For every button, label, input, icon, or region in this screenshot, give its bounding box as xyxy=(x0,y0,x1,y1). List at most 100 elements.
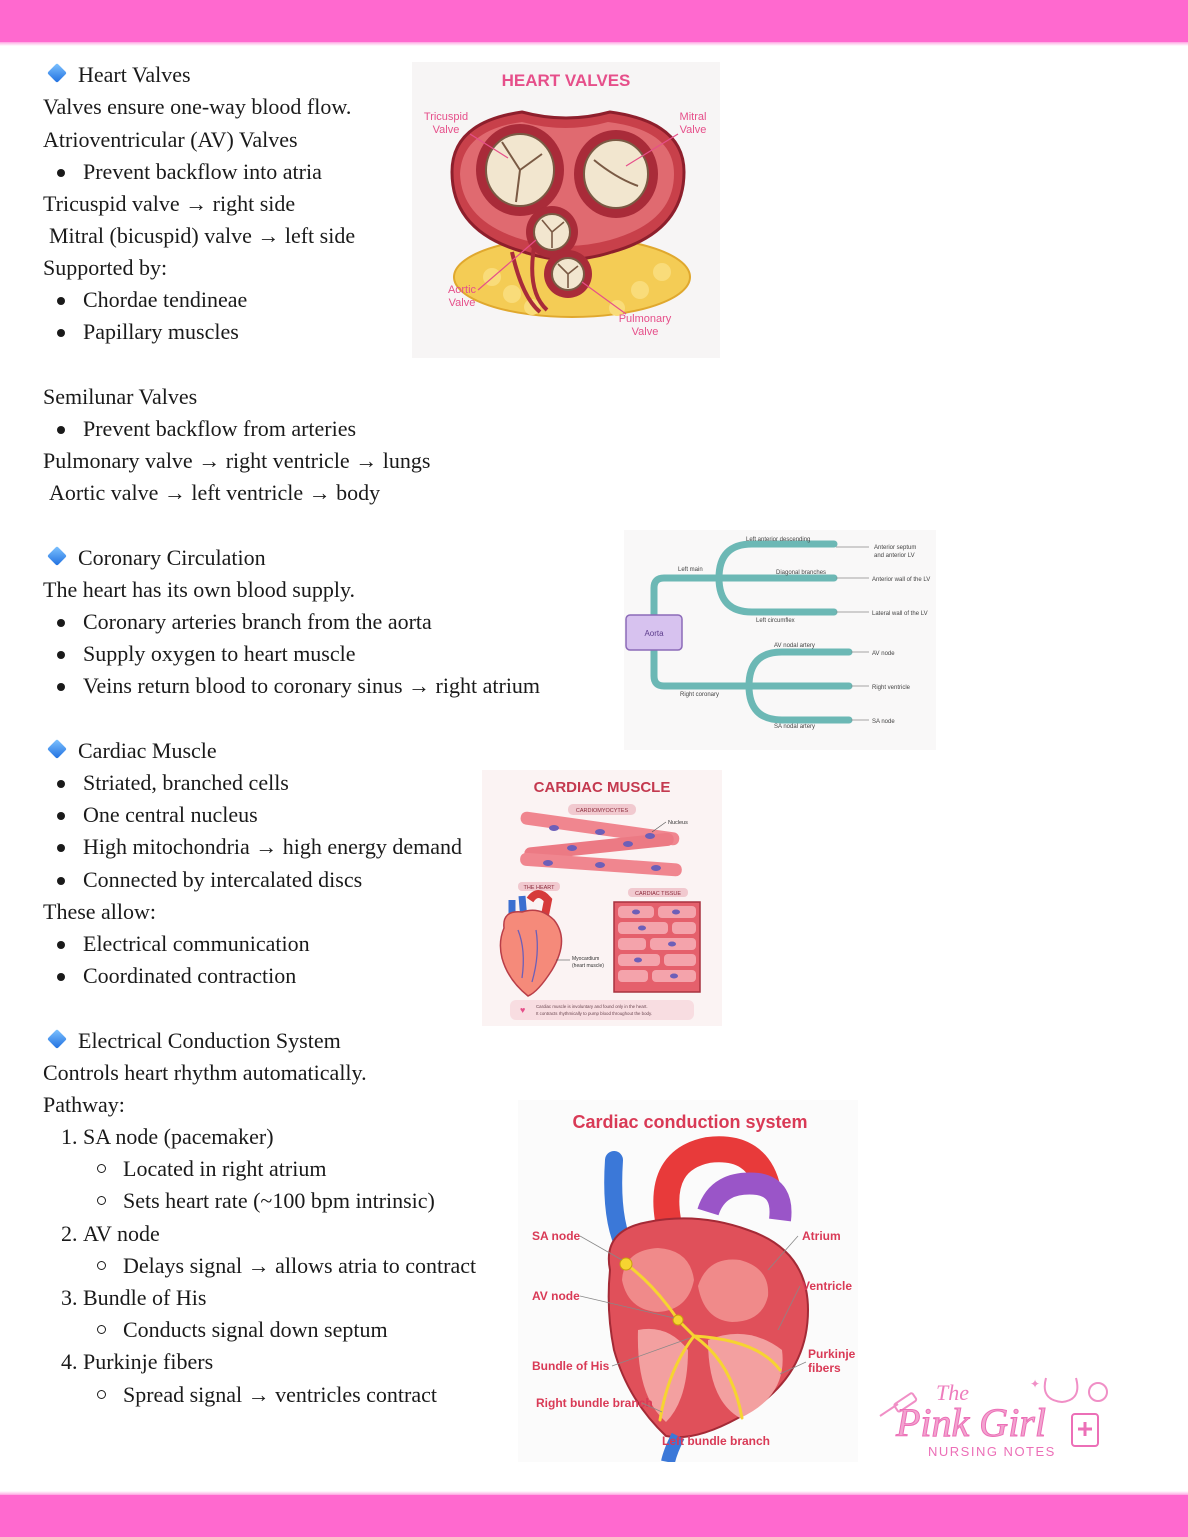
list-item: Chordae tendineae xyxy=(83,287,248,312)
section-heading-coronary: Coronary Circulation xyxy=(43,544,266,572)
heart-icon: ♥ xyxy=(520,1005,525,1015)
step-label: AV node xyxy=(83,1221,160,1246)
blue-diamond-icon xyxy=(47,1029,67,1049)
pulmonary-line: Pulmonary valve → right ventricle → lung… xyxy=(43,448,431,473)
list-item: Papillary muscles xyxy=(83,319,239,344)
sub-item: Conducts signal down septum xyxy=(123,1317,388,1342)
cardiac-tissue-block xyxy=(613,901,701,993)
av-bullet: Prevent backflow into atria xyxy=(83,159,322,184)
bullet xyxy=(57,941,65,949)
svg-text:CARDIOMYOCYTES: CARDIOMYOCYTES xyxy=(576,808,629,814)
sub-bullet xyxy=(97,1196,106,1205)
tag-cardiac-tissue xyxy=(628,888,688,897)
svg-text:AV nodal artery: AV nodal artery xyxy=(774,643,815,649)
logo-name: Pink Girl xyxy=(895,1400,1046,1445)
tag-cardiomyocytes xyxy=(568,804,636,815)
aortic-cusps xyxy=(541,219,565,248)
list-item: Electrical communication xyxy=(83,931,310,956)
sub-item: Sets heart rate (~100 bpm intrinsic) xyxy=(123,1188,435,1213)
svg-text:Ventricle: Ventricle xyxy=(802,1279,852,1293)
coronary-artery-diagram: Aorta Left main Left anterior descending… xyxy=(624,530,936,750)
bullet xyxy=(57,780,65,788)
bullet xyxy=(57,683,65,691)
sub-item: Delays signal → allows atria to contract xyxy=(123,1253,477,1278)
svg-text:Tricuspid: Tricuspid xyxy=(424,111,468,123)
av-node-dot xyxy=(672,1314,684,1326)
these-allow: These allow: xyxy=(43,899,157,924)
coronary-vessels xyxy=(510,246,549,314)
nucleus-label: Nucleus xyxy=(668,820,688,826)
step-number: 2. xyxy=(61,1221,78,1246)
bullet xyxy=(57,329,65,337)
aorta-box xyxy=(625,614,683,651)
heart-valves-illustration: HEART VALVES Tricuspid Valve Mitral Valv… xyxy=(412,62,720,358)
svg-text:Cardiac muscle is involuntary: Cardiac muscle is involuntary and found … xyxy=(536,1004,648,1009)
bullet xyxy=(57,651,65,659)
bullet xyxy=(57,297,65,305)
target-arrows xyxy=(836,546,869,721)
bullet xyxy=(57,619,65,627)
bottom-pink-band xyxy=(0,1491,1188,1537)
tricuspid-leaflets xyxy=(501,141,543,203)
blue-diamond-icon xyxy=(47,63,67,83)
valve-labels: Tricuspid Valve Mitral Valve Aortic Valv… xyxy=(424,111,707,338)
label-leaders xyxy=(469,133,679,315)
svg-text:Purkinje: Purkinje xyxy=(808,1347,856,1361)
aortic-line: Aortic valve → left ventricle → body xyxy=(49,480,381,505)
svg-text:Right bundle branch: Right bundle branch xyxy=(536,1396,653,1410)
bullet xyxy=(57,426,65,434)
svg-text:Valve: Valve xyxy=(433,124,460,136)
svg-text:Mitral: Mitral xyxy=(680,111,707,123)
aorta-label: Aorta xyxy=(644,629,664,638)
tag-the-heart xyxy=(518,882,560,891)
svg-text:Left circumflex: Left circumflex xyxy=(756,618,795,624)
mitral-valve xyxy=(583,139,649,209)
sparkle-icon: ✦ xyxy=(1030,1377,1040,1391)
svg-text:and anterior LV: and anterior LV xyxy=(874,553,915,559)
blue-diamond-icon xyxy=(47,546,67,566)
bullet xyxy=(57,169,65,177)
list-item: Striated, branched cells xyxy=(83,770,289,795)
ivc xyxy=(661,1432,685,1462)
step-label: Bundle of His xyxy=(83,1285,207,1310)
blue-diamond-icon xyxy=(47,739,67,759)
cardiomyocyte-strands xyxy=(520,811,682,877)
coronary-intro: The heart has its own blood supply. xyxy=(43,577,356,602)
bullet xyxy=(57,844,65,852)
logo-subtitle: NURSING NOTES xyxy=(928,1444,1056,1459)
list-item: High mitochondria → high energy demand xyxy=(83,834,463,859)
clipboard-icon xyxy=(1071,1413,1099,1447)
pathway-label: Pathway: xyxy=(43,1092,125,1117)
svg-text:Left main: Left main xyxy=(678,567,703,573)
svg-text:Pulmonary: Pulmonary xyxy=(619,313,672,325)
svg-text:AV node: AV node xyxy=(872,651,895,657)
svg-text:SA node: SA node xyxy=(872,719,895,725)
sa-node-dot xyxy=(619,1257,633,1271)
svg-text:THE HEART: THE HEART xyxy=(523,885,555,891)
svg-text:Lateral wall of the LV: Lateral wall of the LV xyxy=(872,611,928,617)
pink-girl-logo: The Pink Girl NURSING NOTES ✦ xyxy=(876,1370,1120,1462)
step-number: 3. xyxy=(61,1285,78,1310)
coronary-labels: Left main Left anterior descending Diago… xyxy=(678,537,930,730)
logo-the: The xyxy=(936,1380,969,1405)
mitral-line: Mitral (bicuspid) valve → left side xyxy=(49,223,356,248)
figure-title: CARDIAC MUSCLE xyxy=(534,779,671,796)
svg-text:Atrium: Atrium xyxy=(802,1229,841,1243)
sub-bullet xyxy=(97,1261,106,1270)
section-heading-conduction: Electrical Conduction System xyxy=(43,1027,341,1055)
svg-text:SA nodal artery: SA nodal artery xyxy=(774,724,815,730)
bullet xyxy=(57,973,65,981)
conduction-system-illustration: Cardiac conduction system SA node AV nod… xyxy=(518,1100,858,1462)
svg-text:It contracts rhythmically to p: It contracts rhythmically to pump blood … xyxy=(536,1011,652,1016)
sub-bullet xyxy=(97,1164,106,1173)
svg-text:Right coronary: Right coronary xyxy=(680,692,719,698)
figure-title: Cardiac conduction system xyxy=(572,1112,807,1132)
svg-text:Right ventricle: Right ventricle xyxy=(872,685,911,691)
svg-text:Myocardium: Myocardium xyxy=(572,956,599,962)
svg-text:AV node: AV node xyxy=(532,1289,580,1303)
sub-bullet xyxy=(97,1390,106,1399)
conduction-intro: Controls heart rhythm automatically. xyxy=(43,1060,367,1085)
label-leaders xyxy=(579,1235,807,1413)
list-item: Veins return blood to coronary sinus → r… xyxy=(83,673,541,698)
conduction-labels: SA node AV node Bundle of His Right bund… xyxy=(532,1229,856,1448)
